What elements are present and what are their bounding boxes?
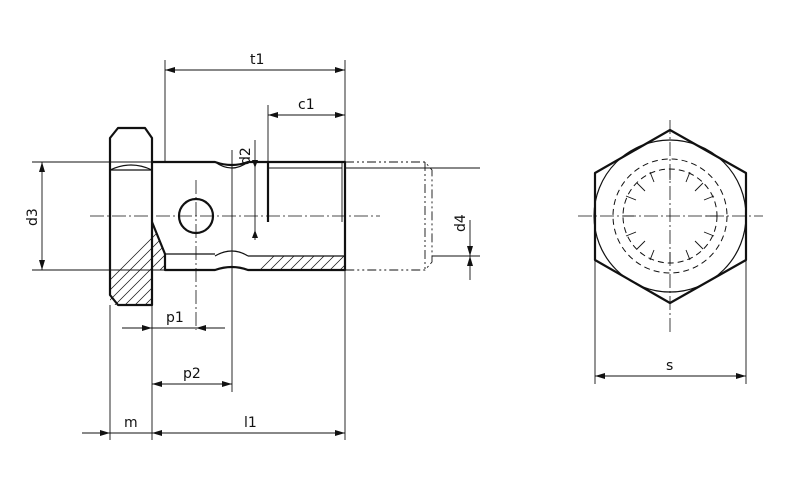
- d2-label: d2: [238, 147, 254, 165]
- bolt-head-face-arc: [109, 164, 153, 171]
- d3-arrow-bottom: [39, 260, 45, 270]
- d3-label: d3: [25, 208, 41, 226]
- d2-arrow-top: [252, 160, 258, 168]
- side-view: [90, 126, 433, 392]
- mating-part-phantom: [345, 161, 433, 271]
- s-arrow-left: [595, 373, 605, 379]
- dimensions-side: t1 c1 d2 d3 d4 p1 p2: [25, 52, 480, 440]
- c1-arrow-left: [268, 112, 278, 118]
- d4-arrow-bottom: [467, 246, 473, 256]
- s-label: s: [666, 358, 673, 374]
- p1-arrow-right: [196, 325, 206, 331]
- hex-outline: [593, 128, 748, 305]
- c1-label: c1: [298, 97, 315, 113]
- t1-label: t1: [250, 52, 264, 68]
- l1-label: l1: [244, 415, 257, 431]
- p1-label: p1: [166, 310, 184, 326]
- d4-label: d4: [453, 214, 469, 232]
- bolt-head-outline: [108, 126, 154, 307]
- t1-arrow-right: [335, 67, 345, 73]
- p2-label: p2: [183, 366, 201, 382]
- end-view: s: [578, 120, 763, 384]
- l1-arrow-right: [335, 430, 345, 436]
- t1-arrow-left: [165, 67, 175, 73]
- p2-arrow-left: [152, 381, 162, 387]
- m-label: m: [124, 415, 138, 431]
- d2-arrow-bottom: [252, 230, 258, 238]
- shank-outline: [150, 160, 347, 272]
- neck-groove-lower: [214, 250, 249, 257]
- c1-arrow-right: [335, 112, 345, 118]
- d4-arrow-top: [467, 256, 473, 266]
- d3-arrow-top: [39, 162, 45, 172]
- p1-arrow-left: [142, 325, 152, 331]
- p2-arrow-right: [222, 381, 232, 387]
- m-arrow-left: [100, 430, 110, 436]
- shank-hatching: [250, 256, 345, 270]
- s-arrow-right: [736, 373, 746, 379]
